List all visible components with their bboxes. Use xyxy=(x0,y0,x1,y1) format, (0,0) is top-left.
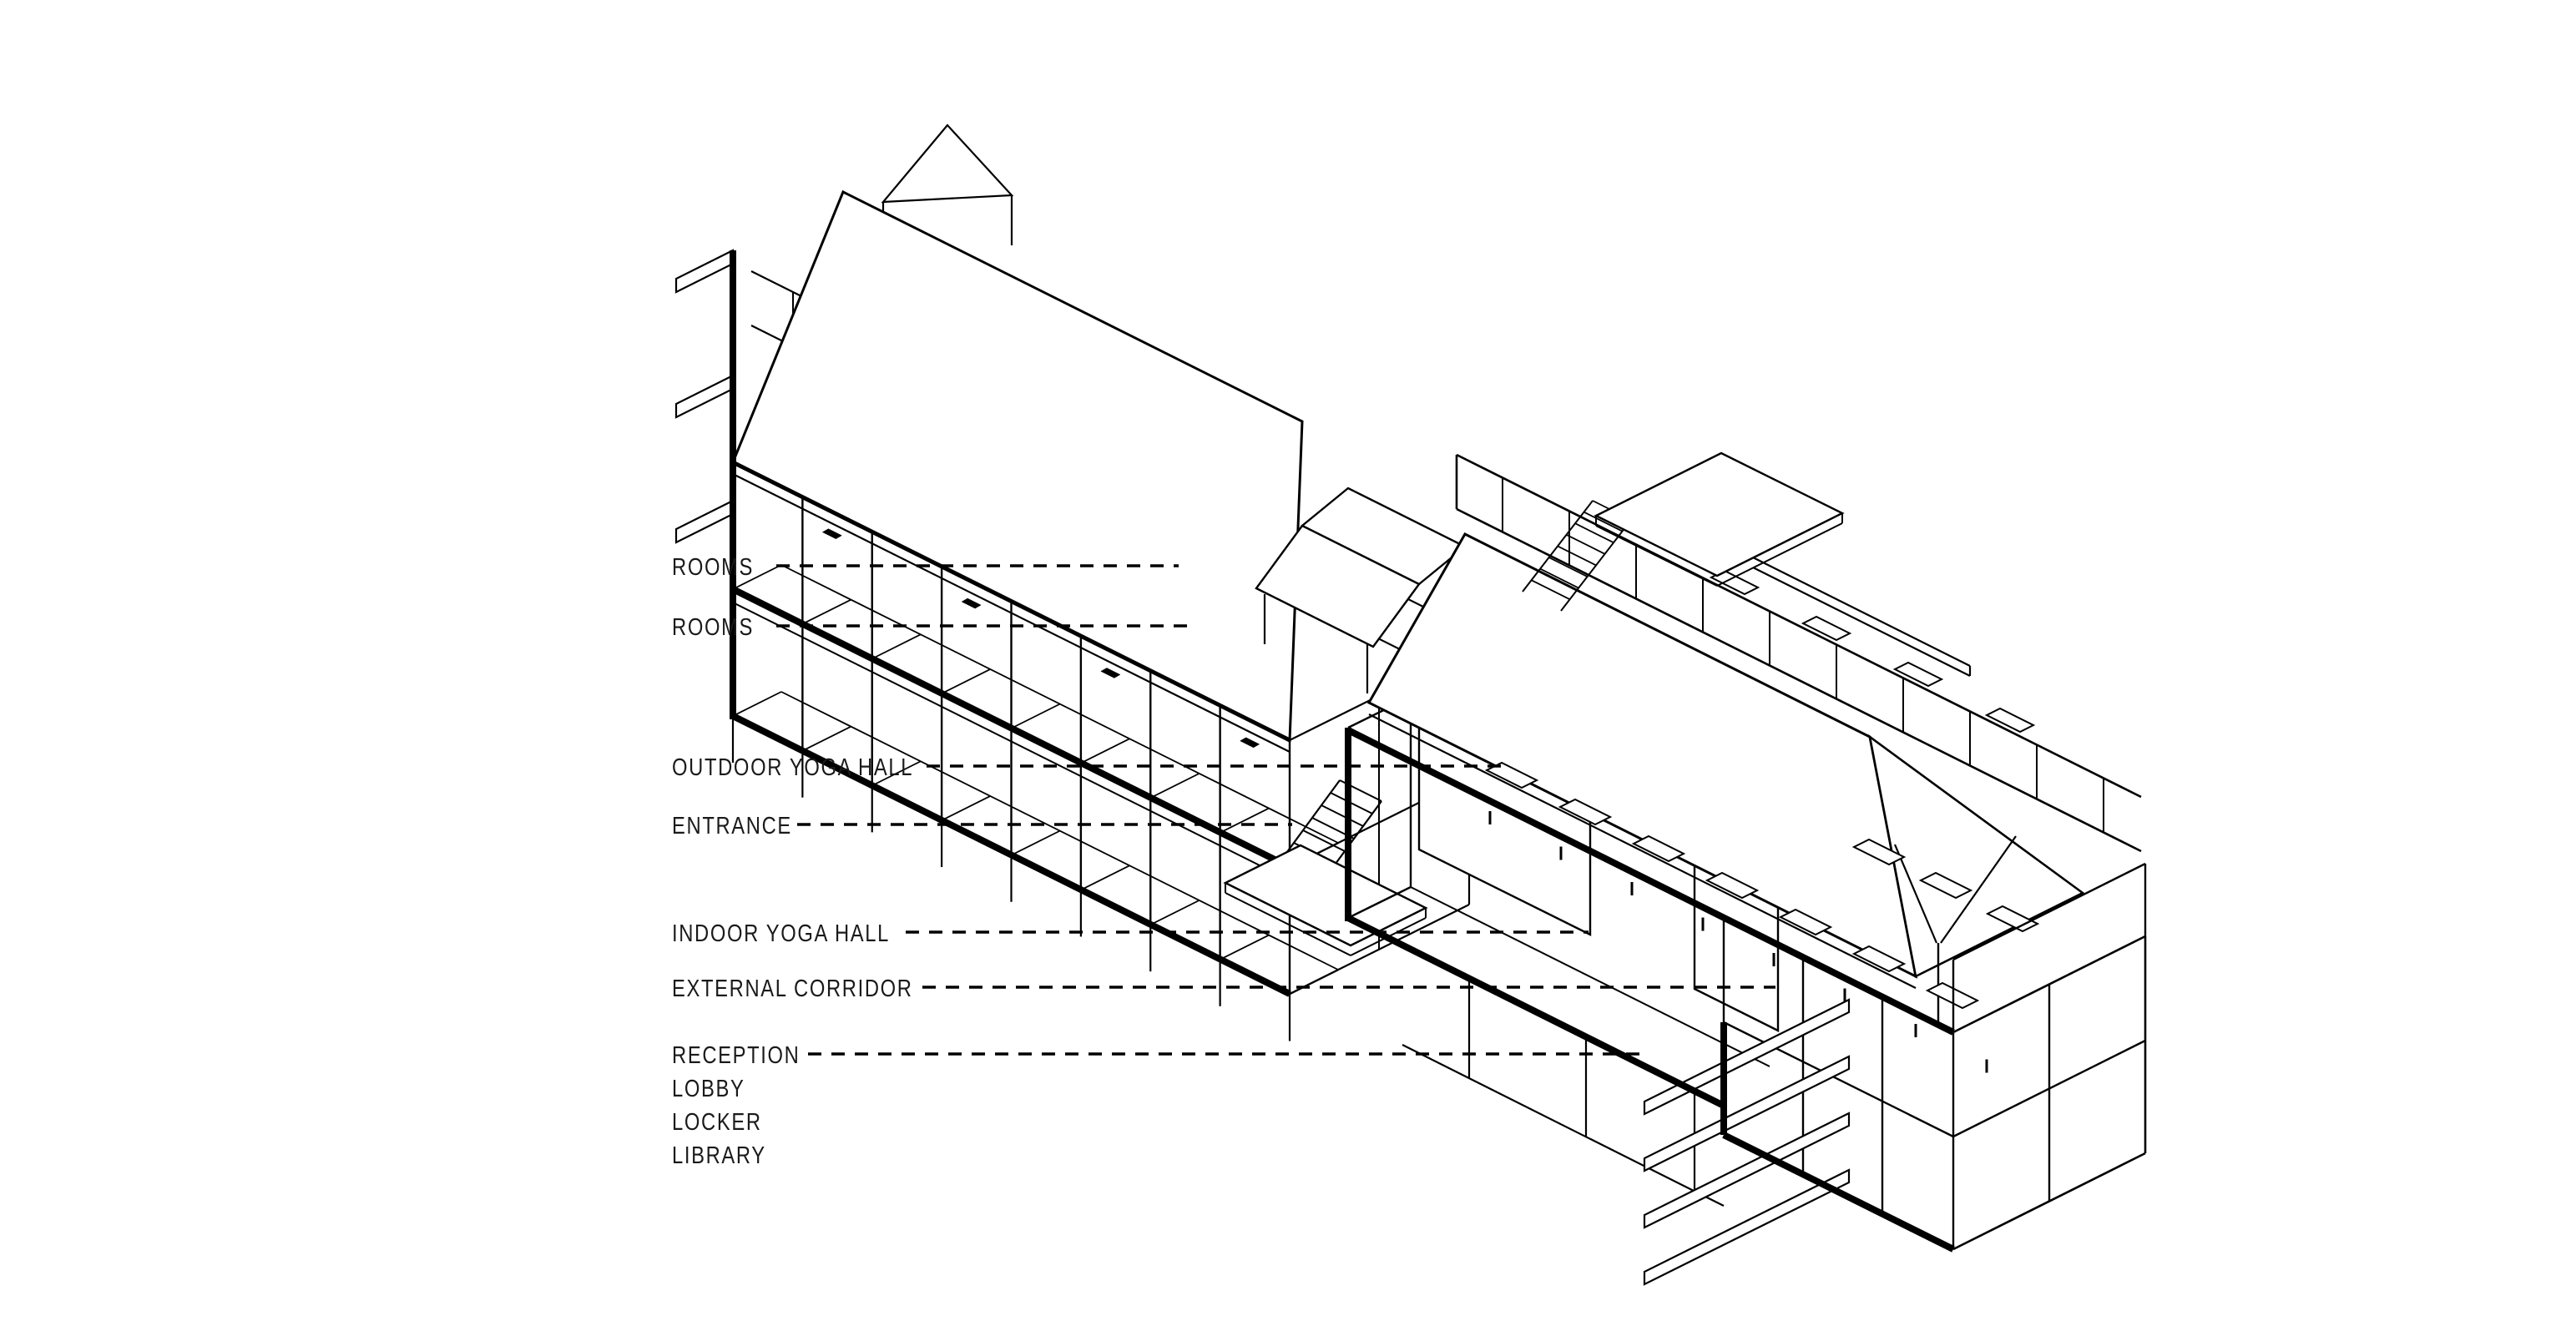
label-outdoor-yoga-hall: OUTDOOR YOGA HALL xyxy=(672,754,914,781)
label-rooms-upper: ROOMS xyxy=(672,554,755,581)
label-lobby: LOBBY xyxy=(672,1076,745,1102)
label-reception: RECEPTION xyxy=(672,1042,801,1069)
label-locker: LOCKER xyxy=(672,1109,762,1136)
label-library: LIBRARY xyxy=(672,1142,766,1169)
label-indoor-yoga-hall: INDOOR YOGA HALL xyxy=(672,920,891,947)
label-external-corridor: EXTERNAL CORRIDOR xyxy=(672,976,913,1002)
label-entrance: ENTRANCE xyxy=(672,813,792,839)
label-rooms-lower: ROOMS xyxy=(672,614,755,641)
